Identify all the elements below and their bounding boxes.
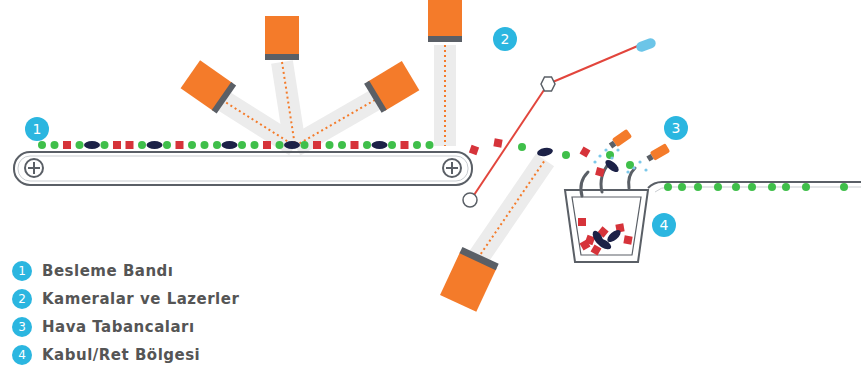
- legend-swatch: 3: [12, 317, 32, 337]
- callout-number: 2: [12, 289, 32, 309]
- legend-swatch: 1: [12, 261, 32, 281]
- callout-number: 3: [12, 317, 32, 337]
- callout-number: 3: [664, 116, 688, 140]
- legend-text: Kabul/Ret Bölgesi: [42, 346, 200, 364]
- legend-swatch: 2: [12, 289, 32, 309]
- callout-number: 4: [652, 213, 676, 237]
- callout-number: 2: [493, 27, 517, 51]
- callout-number: 1: [25, 117, 49, 141]
- legend-text: Kameralar ve Lazerler: [42, 290, 239, 308]
- legend-text: Besleme Bandı: [42, 262, 174, 280]
- callout-number: 4: [12, 345, 32, 365]
- callout-number: 1: [12, 261, 32, 281]
- legend-text: Hava Tabancaları: [42, 318, 195, 336]
- legend-swatch: 4: [12, 345, 32, 365]
